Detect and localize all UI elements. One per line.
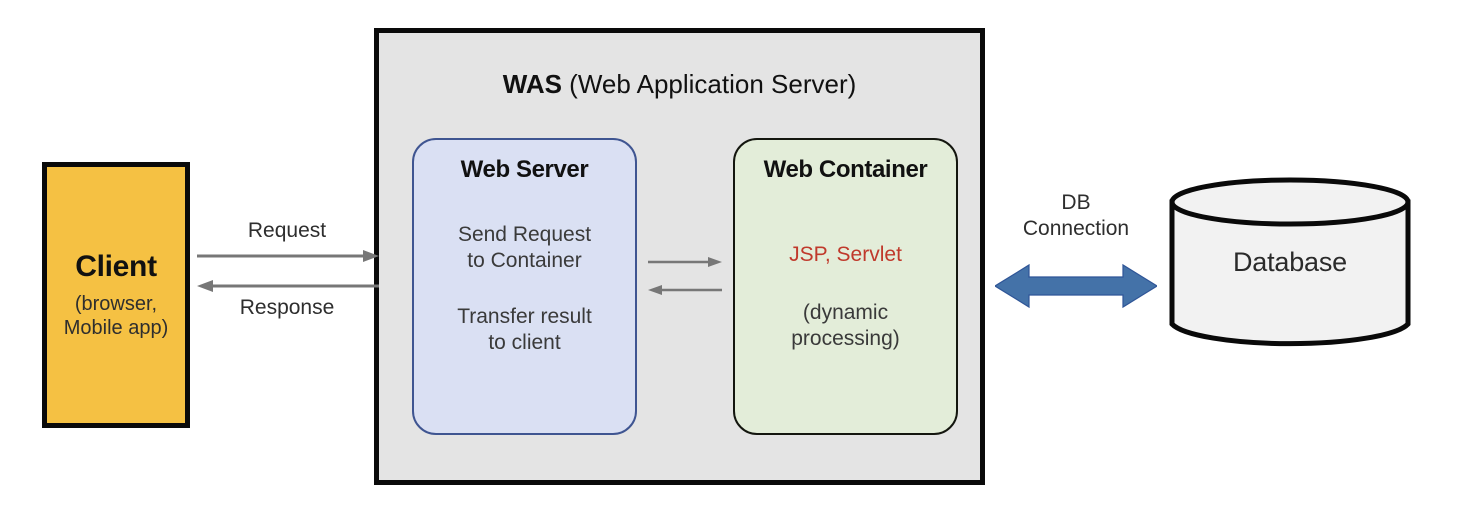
response-arrow-label: Response	[239, 296, 335, 319]
request-arrow-label: Request	[247, 219, 327, 242]
web-container-role-line-1: (dynamic	[802, 300, 889, 324]
web-container-panel: Web Container JSP, Servlet (dynamic proc…	[733, 138, 958, 435]
request-arrow-icon	[197, 250, 379, 262]
client-subtitle: (browser, Mobile app)	[64, 292, 169, 341]
web-server-task-1: Send Request to Container	[458, 222, 591, 275]
web-container-role-line-2: processing)	[791, 327, 900, 351]
db-connection-label-line-2: Connection	[1022, 216, 1130, 240]
was-title: WAS (Web Application Server)	[379, 69, 980, 100]
server-to-container-arrow-icon	[648, 257, 722, 267]
web-container-title: Web Container	[763, 156, 928, 183]
web-container-tech-label: JSP, Servlet	[789, 242, 902, 266]
db-connection-label: DB Connection	[985, 190, 1167, 241]
web-server-task-2-line-2: to client	[488, 331, 561, 355]
was-title-acronym: WAS	[502, 69, 562, 99]
web-server-task-2-line-1: Transfer result	[457, 305, 592, 329]
client-box: Client (browser, Mobile app)	[42, 162, 190, 428]
web-container-tech: JSP, Servlet	[789, 242, 902, 268]
web-server-task-2: Transfer result to client	[457, 304, 592, 357]
database-cylinder-icon	[1169, 177, 1411, 347]
db-connection-label-line-1: DB	[1061, 191, 1091, 214]
database-label: Database	[1233, 247, 1347, 277]
response-arrow-icon	[197, 280, 379, 292]
web-container-role: (dynamic processing)	[791, 300, 900, 353]
web-server-task-1-line-2: to Container	[467, 248, 582, 272]
client-subtitle-line-1: (browser,	[74, 292, 158, 315]
web-server-title: Web Server	[460, 156, 589, 183]
web-server-task-1-line-1: Send Request	[457, 222, 592, 246]
client-subtitle-line-2: Mobile app)	[63, 317, 169, 339]
client-title: Client	[75, 249, 157, 283]
container-to-server-arrow-icon	[648, 285, 722, 295]
web-server-panel: Web Server Send Request to Container Tra…	[412, 138, 637, 435]
db-connection-arrow-icon	[995, 263, 1157, 309]
was-title-expansion: (Web Application Server)	[561, 69, 857, 99]
